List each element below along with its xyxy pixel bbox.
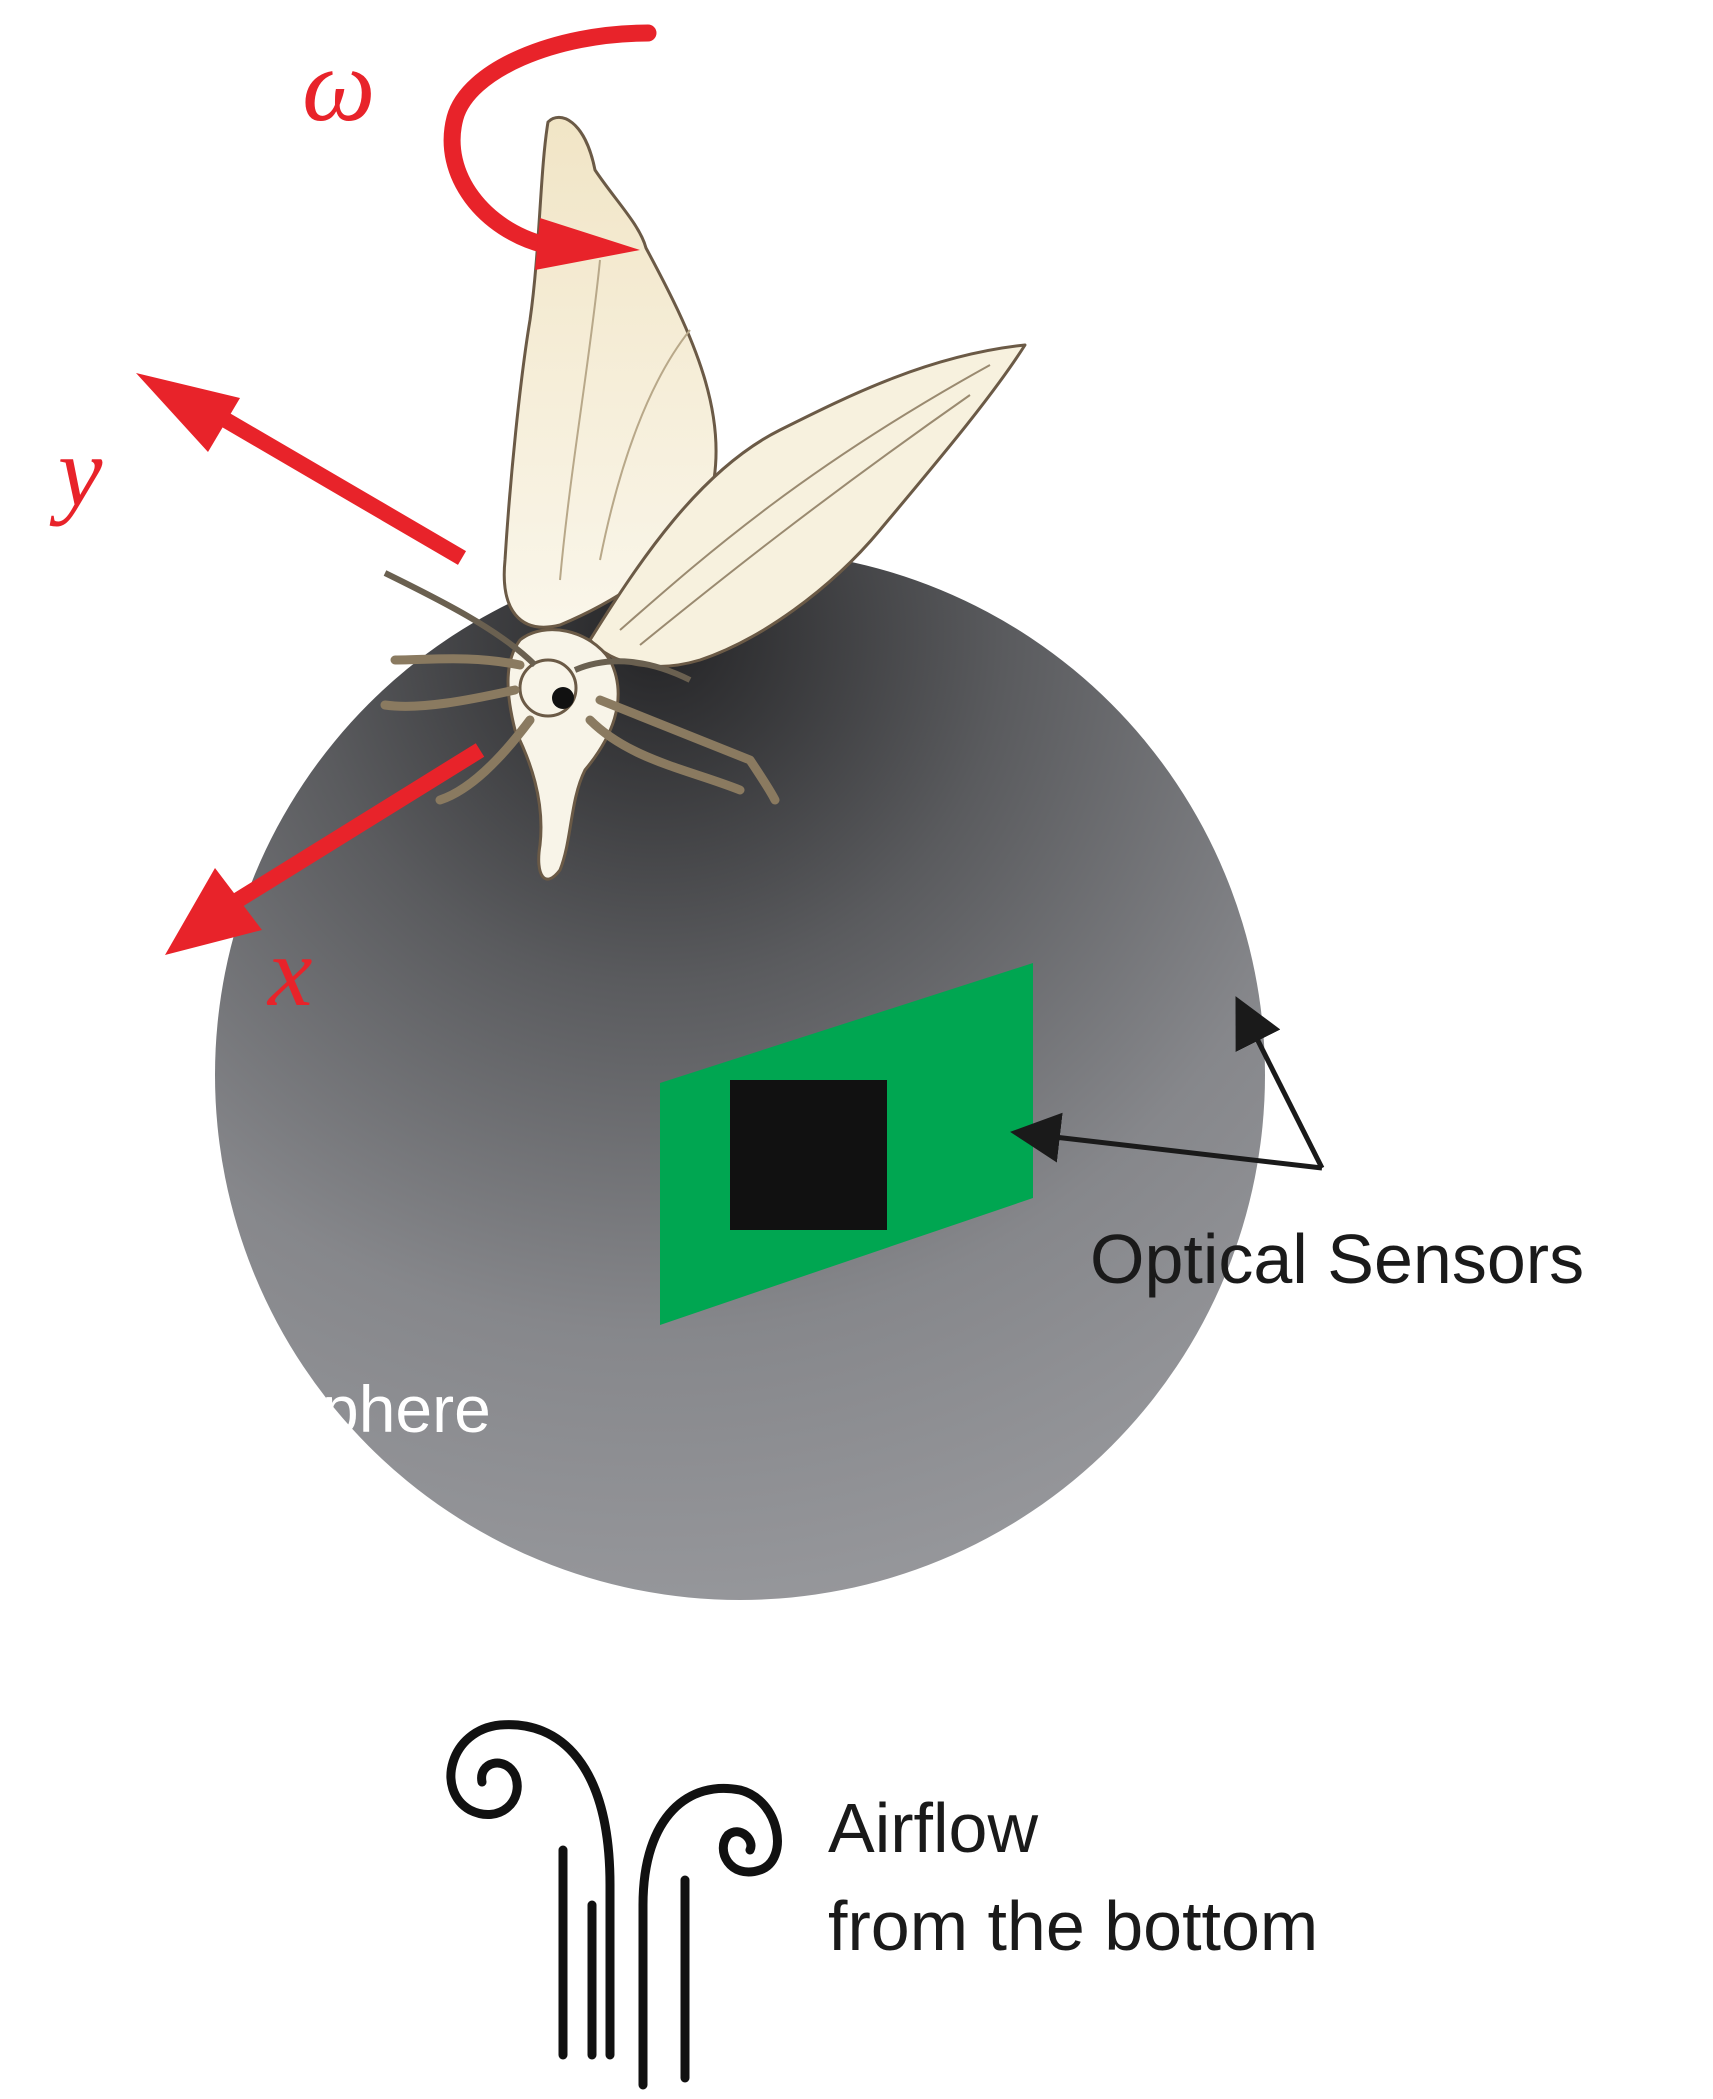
airflow-label-line1: Airflow: [828, 1789, 1038, 1867]
optical-sensors-label: Optical Sensors: [1090, 1220, 1584, 1298]
rotation-arrow: [443, 24, 657, 270]
x-axis-arrow: [165, 743, 485, 955]
omega-label: ω: [302, 28, 375, 143]
x-axis-label: x: [266, 916, 312, 1027]
rotation-arrowhead: [535, 218, 640, 270]
airflow-label-line2: from the bottom: [828, 1887, 1318, 1965]
sensor-window: [730, 1080, 887, 1230]
sphere-label: Sphere: [278, 1372, 491, 1446]
optical-sensor-front: [660, 963, 1033, 1325]
moth-legs: [380, 654, 780, 805]
moth-illustration: [380, 116, 1027, 881]
curved-arrow-icon: [443, 24, 657, 254]
moth-antenna-left: [383, 570, 538, 668]
y-axis-arrow: [136, 373, 467, 565]
moth-eye: [552, 687, 574, 709]
moth-right-wing: [588, 343, 1027, 668]
moth-antenna-right: [573, 658, 692, 683]
wind-icon: [446, 1720, 782, 2090]
optical-sensor-pointers: [1010, 996, 1325, 1171]
y-axis-label: y: [49, 416, 103, 527]
